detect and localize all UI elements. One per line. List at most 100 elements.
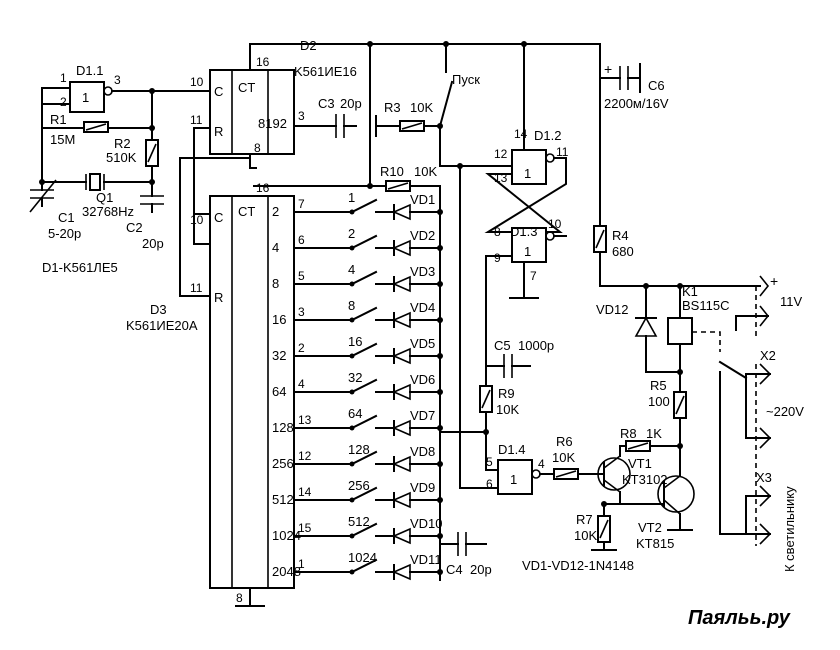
transistor-vt2-name: VT2 (638, 520, 662, 535)
d3-r-label: R (214, 290, 223, 305)
transistor-vt1-value: KT3102 (622, 472, 668, 487)
transistor-vt2-value: KT815 (636, 536, 674, 551)
counter-pin-label: 7 (298, 197, 305, 211)
resistor-r3-value: 10K (410, 100, 433, 115)
switch-lever (350, 450, 378, 466)
d3-pin-c: 10 (190, 213, 204, 227)
c5-r9-group: C5 1000p R9 10K (439, 338, 554, 435)
resistor-r9-name: R9 (498, 386, 515, 401)
counter-value-label: 2048 (272, 564, 301, 579)
switch-label: 256 (348, 478, 370, 493)
counter-value-label: 16 (272, 312, 286, 327)
d3-pin-vdd: 16 (256, 181, 270, 195)
diode-label: VD8 (410, 444, 435, 459)
resistor-r7-group: R7 10K (574, 501, 617, 551)
resistor-r2-value: 510K (106, 150, 137, 165)
gate-d1-4-glyph: 1 (510, 472, 517, 487)
gate-d1-3-pin9: 9 (494, 251, 501, 265)
gate-d1-4-pin5: 5 (486, 455, 493, 469)
resistor-r3-name: R3 (384, 100, 401, 115)
d2-c-label: C (214, 84, 223, 99)
counter-pin-label: 6 (298, 233, 305, 247)
resistor-r1-value: 15M (50, 132, 75, 147)
diode-label: VD10 (410, 516, 443, 531)
resistor-r5-value: 100 (648, 394, 670, 409)
capacitor-c3: C3 20p (318, 96, 362, 138)
gate-d1-2-pin14: 14 (514, 127, 528, 141)
d2-r-label: R (214, 124, 223, 139)
start-circuit: R3 10K Пуск (375, 41, 513, 169)
transistor-vt1: VT1 KT3102 (597, 445, 668, 505)
gate-d1-3-pin8: 8 (494, 225, 501, 239)
d2-pin-r: 11 (190, 113, 203, 127)
gate-d1-3 (511, 227, 547, 263)
switch-label: 128 (348, 442, 370, 457)
gate-d1-4 (497, 459, 533, 495)
switch-lever (350, 270, 378, 286)
switch-label: 16 (348, 334, 362, 349)
resistor-r6-value: 10K (552, 450, 575, 465)
counter-pin-label: 13 (298, 413, 312, 427)
diode-symbol (392, 275, 411, 293)
switch-label: 32 (348, 370, 362, 385)
gate-d1-4-group: 1 D1.4 5 6 4 (459, 165, 555, 495)
gate-d1-3-glyph: 1 (524, 244, 531, 259)
capacitor-c3-value: 20p (340, 96, 362, 111)
d2-pin-vdd: 16 (256, 55, 270, 69)
diode-label: VD3 (410, 264, 435, 279)
gate-d1-4-pin6: 6 (486, 477, 493, 491)
gate-d1-4-pin4: 4 (538, 457, 545, 471)
diode-symbol (392, 311, 411, 329)
diode-symbol (392, 203, 411, 221)
gate-d1-2-label: D1.2 (534, 128, 561, 143)
switch-lever (350, 234, 378, 250)
switch-label: 64 (348, 406, 362, 421)
gate-d1-1-label: D1.1 (76, 63, 103, 78)
diode-label: VD5 (410, 336, 435, 351)
diode-label: VD1 (410, 192, 435, 207)
counter-value-label: 32 (272, 348, 286, 363)
capacitor-c6: + C6 2200м/16V (599, 61, 669, 111)
capacitor-c4-value: 20p (470, 562, 492, 577)
capacitor-c1-name: C1 (58, 210, 75, 225)
resistor-r4-value: 680 (612, 244, 634, 259)
resistor-r4-name: R4 (612, 228, 629, 243)
capacitor-c6-name: C6 (648, 78, 665, 93)
gate-d1-2-pin12: 12 (494, 147, 508, 161)
switch-label: 512 (348, 514, 370, 529)
resistor-r4-group: R4 680 (593, 77, 761, 289)
watermark: Паяльь.ру (688, 607, 791, 629)
capacitor-c6-value: 2200м/16V (604, 96, 669, 111)
counter-value-label: 256 (272, 456, 294, 471)
switch-lever (350, 558, 378, 574)
gate-d1-1 (69, 81, 105, 113)
counter-pin-label: 1 (298, 557, 305, 571)
d3-name: D3 (150, 302, 167, 317)
d3-pin-gnd: 8 (236, 591, 243, 605)
d1-type-note: D1-K561ЛЕ5 (42, 260, 118, 275)
capacitor-c4-name: C4 (446, 562, 463, 577)
supply-plus: + (770, 273, 778, 289)
counter-pin-label: 2 (298, 341, 305, 355)
mains-section: X2 ~220V X3 К светильнику (718, 348, 804, 572)
d2-pin-gnd: 8 (254, 141, 261, 155)
diode-symbol (392, 455, 411, 473)
d2-pin-out: 3 (298, 109, 305, 123)
resistor-r2-name: R2 (114, 136, 131, 151)
d3-c-label: C (214, 210, 223, 225)
counter-pin-label: 12 (298, 449, 312, 463)
power-terminals: + 11V (735, 273, 802, 340)
switch-lever (350, 342, 378, 358)
resistor-r5-name: R5 (650, 378, 667, 393)
diode-vd12-name: VD12 (596, 302, 629, 317)
switch-label: 1 (348, 190, 355, 205)
switch-lever (350, 306, 378, 322)
counter-pin-label: 4 (298, 377, 305, 391)
crystal-q1 (89, 173, 101, 191)
diode-symbol (392, 491, 411, 509)
gate-d1-3-pin10: 10 (548, 217, 562, 231)
relay-section: VD12 K1 BS115C (596, 284, 729, 373)
diode-symbol (392, 563, 411, 581)
counter-value-label: 8 (272, 276, 279, 291)
oscillator-section: 1 D1.1 1 2 3 R1 15M R2 510K C1 (29, 63, 211, 275)
